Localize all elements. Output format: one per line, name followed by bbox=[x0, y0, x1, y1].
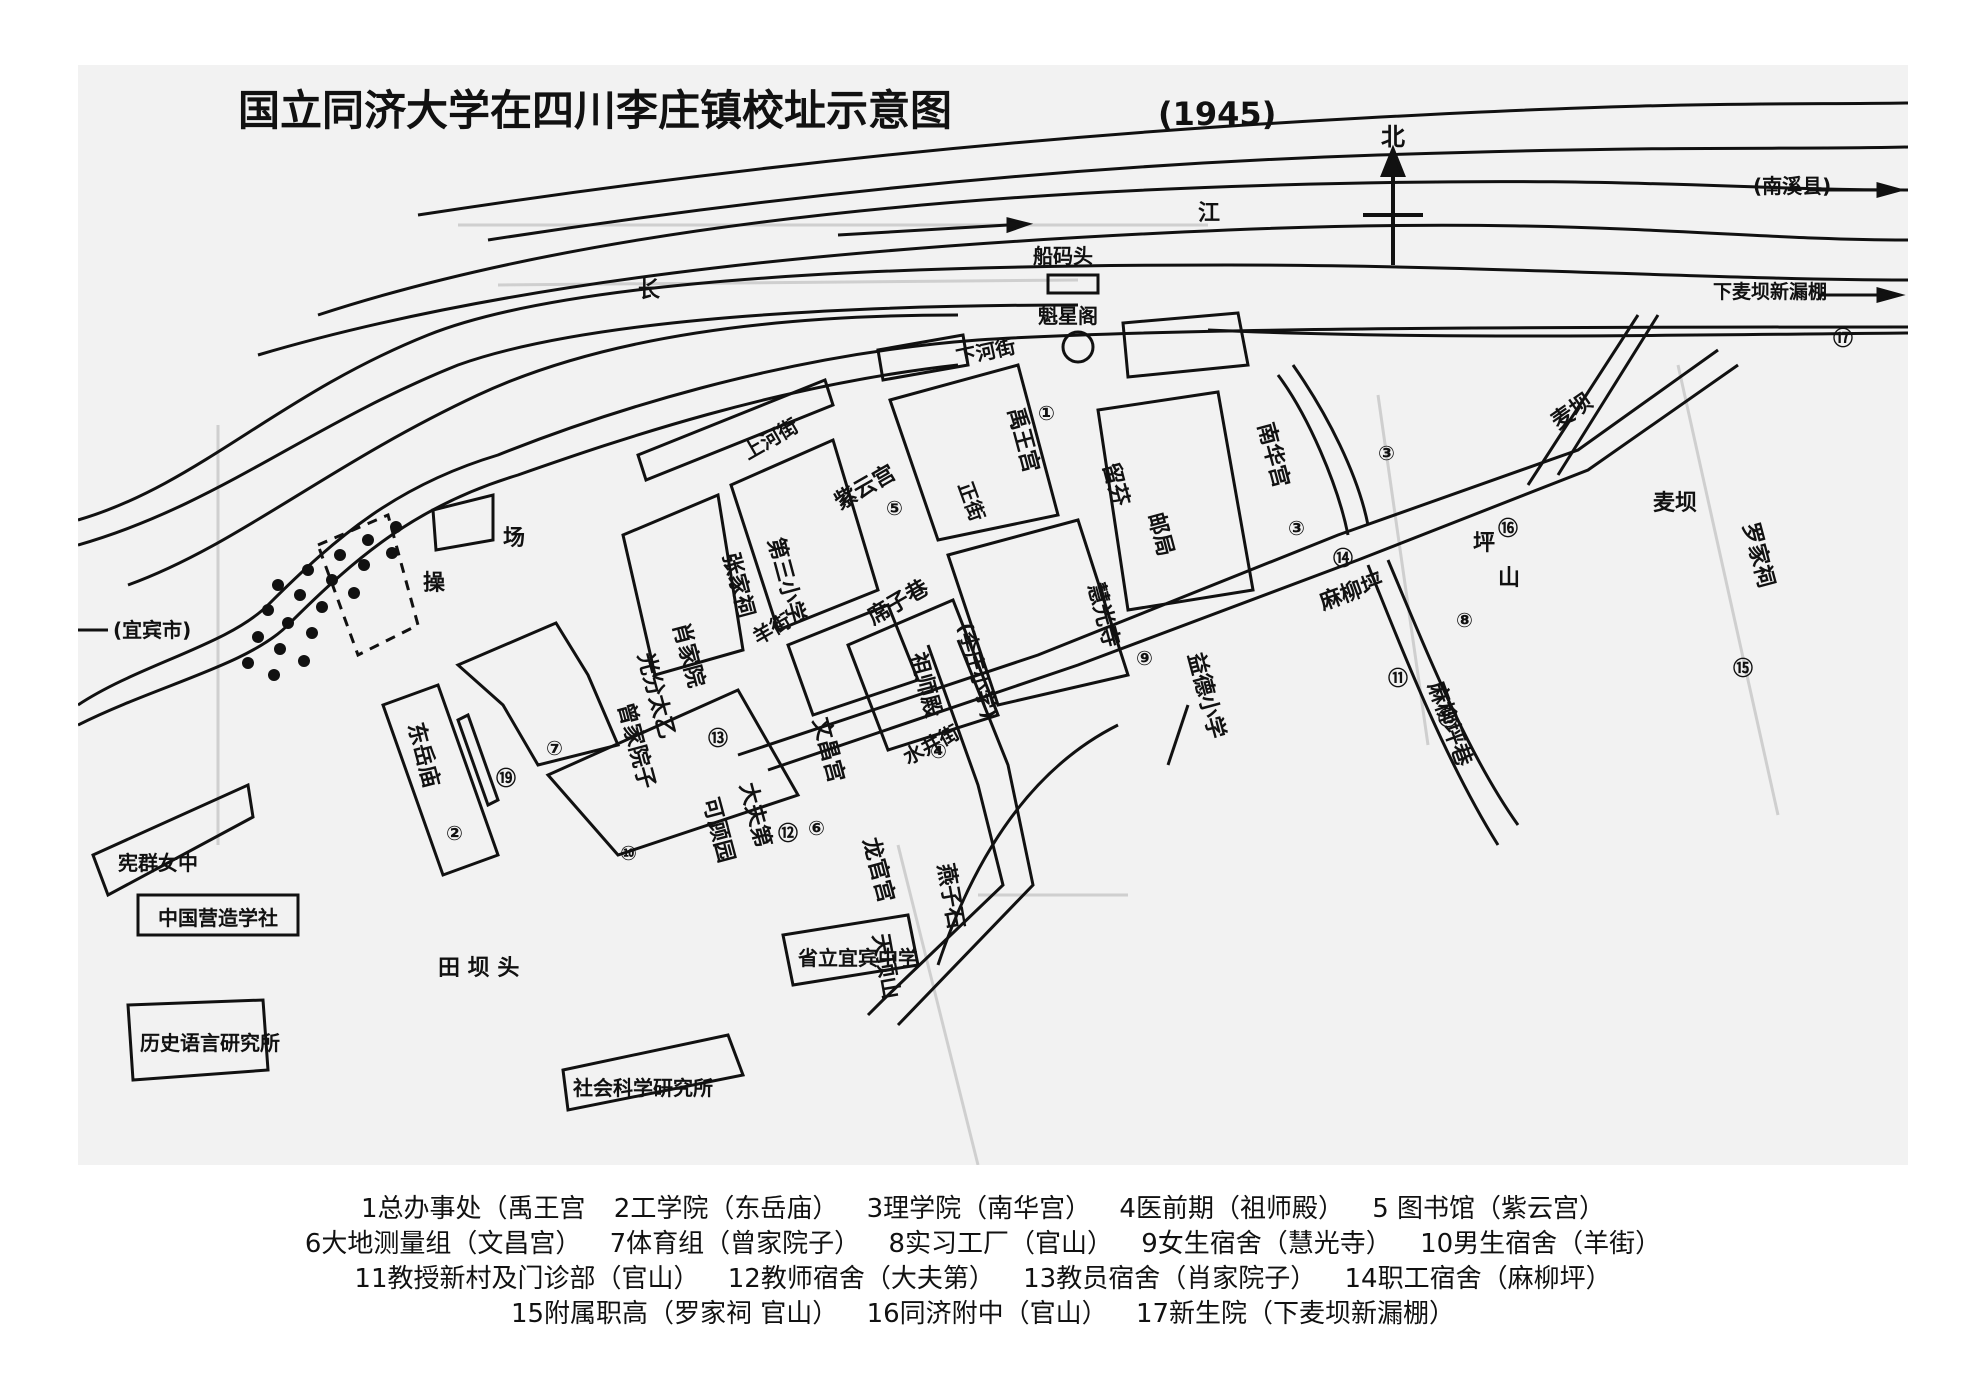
site-number-2: ② bbox=[446, 821, 463, 845]
site-number-11: ⑪ bbox=[1388, 666, 1408, 690]
zheng-street-label: 正街 bbox=[953, 479, 989, 525]
legend-item: 10男生宿舍（羊街） bbox=[1420, 1229, 1662, 1259]
maiba-label: 麦坝 bbox=[1653, 490, 1697, 516]
zushi-hall-label: 祖师殿 bbox=[904, 650, 946, 721]
yibin-middle-label: 省立宜宾中学 bbox=[797, 946, 918, 970]
wenchang-palace-label: 文昌宫 bbox=[807, 715, 849, 785]
yanzishi-label: 燕子石 bbox=[932, 862, 968, 931]
legend-item: 1总办事处（禹王宫 bbox=[360, 1194, 586, 1224]
tiandingshan-label: 天顶山 bbox=[867, 932, 903, 1001]
flow-arrows bbox=[78, 182, 1906, 632]
nanxi-county: (南溪县) bbox=[1753, 174, 1831, 198]
legend-item: 16同济附中（官山） bbox=[866, 1299, 1108, 1329]
tianbatou-label: 田 坝 头 bbox=[438, 956, 519, 981]
site-number-15a: ⑮ bbox=[1438, 706, 1458, 730]
site-number-1: ① bbox=[1038, 401, 1055, 425]
boat-pier: 船码头 bbox=[1033, 244, 1093, 268]
xiamaiba-label: 下麦坝新漏棚 bbox=[1713, 280, 1827, 303]
legend-item: 12教师宿舍（大夫第） bbox=[727, 1264, 995, 1294]
maiba-2-label: 麦坝 bbox=[1547, 388, 1598, 435]
legend-item: 7体育组（曾家院子） bbox=[609, 1229, 861, 1259]
legend-item: 8实习工厂（官山） bbox=[888, 1229, 1113, 1259]
legend-item: 6大地测量组（文昌宫） bbox=[304, 1229, 582, 1259]
site-number-3a: ③ bbox=[1288, 516, 1305, 540]
maliuping-label: 麻柳坪 bbox=[1315, 569, 1387, 616]
legend-item: 15附属职高（罗家祠 官山） bbox=[510, 1299, 839, 1329]
legend-item: 14职工宿舍（麻柳坪） bbox=[1344, 1264, 1612, 1294]
site-number-19: ⑲ bbox=[496, 766, 516, 790]
luo-temple-label: 罗家祠 bbox=[1737, 520, 1779, 590]
site-number-16: ⑯ bbox=[1498, 516, 1518, 540]
map-title: 国立同济大学在四川李庄镇校址示意图 bbox=[238, 86, 952, 135]
legend-item: 5 图书馆（紫云宫） bbox=[1372, 1194, 1606, 1224]
site-number-4: ④ bbox=[930, 739, 947, 763]
campus-map: 国立同济大学在四川李庄镇校址示意图 (1945) 北 长 江 (宜宾市) (南溪… bbox=[78, 86, 1908, 1165]
site-number-12: ⑫ bbox=[778, 821, 798, 845]
site-number-10: ⑩ bbox=[620, 841, 637, 865]
longguan-palace-label: 龙官宫 bbox=[857, 835, 899, 905]
kuixing-pavilion: 魁星阁 bbox=[1038, 304, 1098, 328]
legend-item: 11教授新村及门诊部（官山） bbox=[354, 1264, 700, 1294]
yingzao-society-label: 中国营造学社 bbox=[158, 906, 278, 930]
yide-primary-label: 益德小学 bbox=[1182, 650, 1230, 742]
xianqun-girls-label: 宪群女中 bbox=[118, 851, 198, 875]
xiao-yard-label: 肖家院 bbox=[667, 620, 709, 690]
legend-line-2: 6大地测量组（文昌宫） 7体育组（曾家院子） 8实习工厂（官山） 9女生宿舍（慧… bbox=[0, 1227, 1966, 1262]
history-institute-label: 历史语言研究所 bbox=[140, 1031, 280, 1055]
map-area: 国立同济大学在四川李庄镇校址示意图 (1945) 北 长 江 (宜宾市) (南溪… bbox=[78, 65, 1908, 1165]
river-banks bbox=[78, 101, 1908, 727]
river-char-2: 江 bbox=[1198, 201, 1220, 226]
river-rocks bbox=[242, 521, 402, 681]
kegu-garden-label: 可顾园 bbox=[697, 795, 738, 865]
legend-line-1: 1总办事处（禹王宫 2工学院（东岳庙） 3理学院（南华宫） 4医前期（祖师殿） … bbox=[0, 1192, 1966, 1227]
north-arrow-icon bbox=[1363, 144, 1423, 265]
zhang-temple-label: 张家祠 bbox=[717, 550, 759, 620]
social-science-label: 社会科学研究所 bbox=[572, 1076, 713, 1100]
building-blocks bbox=[91, 273, 1255, 1112]
liufen-label: 留芬 bbox=[1097, 460, 1134, 510]
site-number-13: ⑬ bbox=[708, 726, 728, 750]
north-label: 北 bbox=[1381, 123, 1405, 151]
map-year: (1945) bbox=[1158, 95, 1276, 133]
legend-line-4: 15附属职高（罗家祠 官山） 16同济附中（官山） 17新生院（下麦坝新漏棚） bbox=[0, 1297, 1966, 1332]
site-number-17: ⑰ bbox=[1833, 326, 1853, 350]
legend: 1总办事处（禹王宫 2工学院（东岳庙） 3理学院（南华宫） 4医前期（祖师殿） … bbox=[0, 1192, 1966, 1332]
site-number-14: ⑭ bbox=[1333, 546, 1353, 570]
site-number-3b: ③ bbox=[1378, 441, 1395, 465]
playground-char-2: 场 bbox=[503, 526, 525, 551]
legend-item: 2工学院（东岳庙） bbox=[613, 1194, 839, 1224]
playground-char-1: 操 bbox=[423, 571, 446, 596]
site-number-15b: ⑮ bbox=[1733, 656, 1753, 680]
nanhua-palace-label: 南华宫 bbox=[1252, 420, 1294, 490]
guanshan-label: 山 bbox=[1498, 566, 1520, 591]
third-primary-label: 第三小学 bbox=[762, 535, 810, 627]
legend-line-3: 11教授新村及门诊部（官山） 12教师宿舍（大夫第） 13教员宿舍（肖家院子） … bbox=[0, 1262, 1966, 1297]
legend-item: 4医前期（祖师殿） bbox=[1119, 1194, 1344, 1224]
site-number-8: ⑧ bbox=[1456, 608, 1473, 632]
site-number-6: ⑥ bbox=[808, 816, 825, 840]
legend-item: 13教员宿舍（肖家院子） bbox=[1023, 1264, 1317, 1294]
site-number-7: ⑦ bbox=[546, 736, 563, 760]
post-office-label: 邮局 bbox=[1142, 510, 1178, 559]
yibin-city: (宜宾市) bbox=[113, 618, 191, 642]
ping-label: 坪 bbox=[1473, 531, 1495, 556]
legend-item: 17新生院（下麦坝新漏棚） bbox=[1135, 1299, 1456, 1329]
huiguang-temple-label: 慧光寺 bbox=[1082, 580, 1123, 650]
site-number-9: ⑨ bbox=[1136, 646, 1153, 670]
river-char-1: 长 bbox=[638, 278, 661, 303]
streets bbox=[737, 314, 1739, 1027]
site-number-5: ⑤ bbox=[886, 496, 903, 520]
legend-item: 9女生宿舍（慧光寺） bbox=[1141, 1229, 1392, 1259]
legend-item: 3理学院（南华宫） bbox=[866, 1194, 1092, 1224]
